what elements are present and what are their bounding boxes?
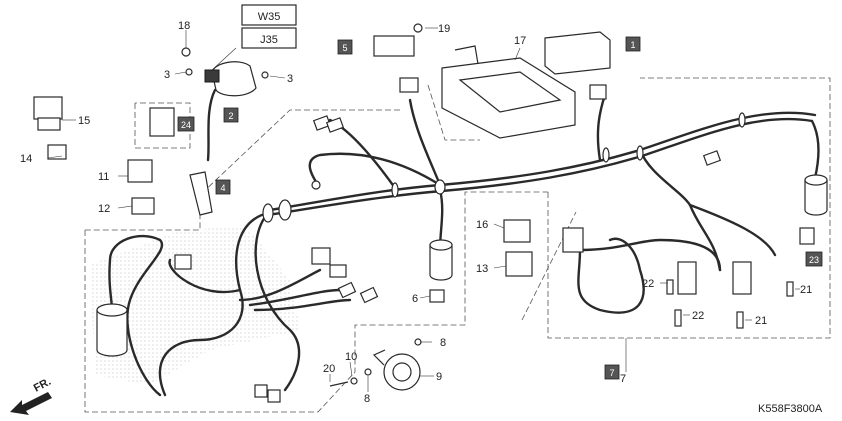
boxed-23: 23 — [809, 255, 819, 265]
callout-10: 10 — [345, 351, 357, 363]
fasteners — [181, 23, 423, 79]
callout-13: 13 — [476, 263, 488, 275]
boxed-1: 1 — [630, 40, 635, 50]
callout-12: 12 — [98, 203, 110, 215]
variant-label-j35: J35 — [260, 34, 278, 46]
callout-3-right: 3 — [287, 73, 293, 85]
callout-3-left: 3 — [164, 69, 170, 81]
callout-9: 9 — [436, 371, 442, 383]
callout-20: 20 — [323, 363, 335, 375]
callout-22-lower: 22 — [692, 310, 704, 322]
harness-connectors — [174, 77, 722, 403]
callout-19: 19 — [438, 23, 450, 35]
control-unit-bracket — [441, 31, 611, 139]
variant-labels: W35 J35 — [241, 4, 297, 49]
boxed-4: 4 — [220, 183, 225, 193]
callout-8-lower: 8 — [364, 393, 370, 405]
callout-21-lower: 21 — [755, 315, 767, 327]
callout-22-upper: 22 — [642, 278, 654, 290]
callout-15: 15 — [78, 115, 90, 127]
boxed-reference-numbers: 5 2 24 4 1 23 7 — [177, 36, 823, 380]
front-direction-label: FR. — [32, 376, 53, 395]
relays-and-modules — [33, 35, 815, 303]
fuses — [666, 279, 794, 329]
callout-17: 17 — [514, 35, 526, 47]
boxed-5: 5 — [342, 43, 347, 53]
boxed-2: 2 — [228, 111, 233, 121]
callout-8-upper: 8 — [440, 337, 446, 349]
ignition-coil — [189, 61, 257, 216]
harness-shading — [90, 225, 300, 385]
main-wire-harness — [108, 93, 820, 397]
callout-14: 14 — [20, 153, 32, 165]
harness-ties — [262, 112, 746, 223]
horn — [329, 338, 422, 391]
callout-6: 6 — [412, 293, 418, 305]
boxed-7: 7 — [609, 368, 614, 378]
callout-7: 7 — [620, 373, 626, 385]
front-direction-arrow: FR. — [10, 376, 53, 415]
leader-lines — [47, 27, 800, 392]
callout-11: 11 — [98, 171, 109, 183]
variant-label-w35: W35 — [258, 11, 281, 23]
callout-21-right: 21 — [800, 284, 812, 296]
coil-cans — [96, 174, 828, 357]
callout-18: 18 — [178, 20, 190, 32]
boxed-24: 24 — [181, 120, 191, 130]
diagram-code: K558F3800A — [758, 403, 823, 415]
callout-numbers: 18 19 3 3 17 15 14 11 12 16 13 6 22 22 2… — [20, 20, 812, 405]
callout-16: 16 — [476, 219, 488, 231]
